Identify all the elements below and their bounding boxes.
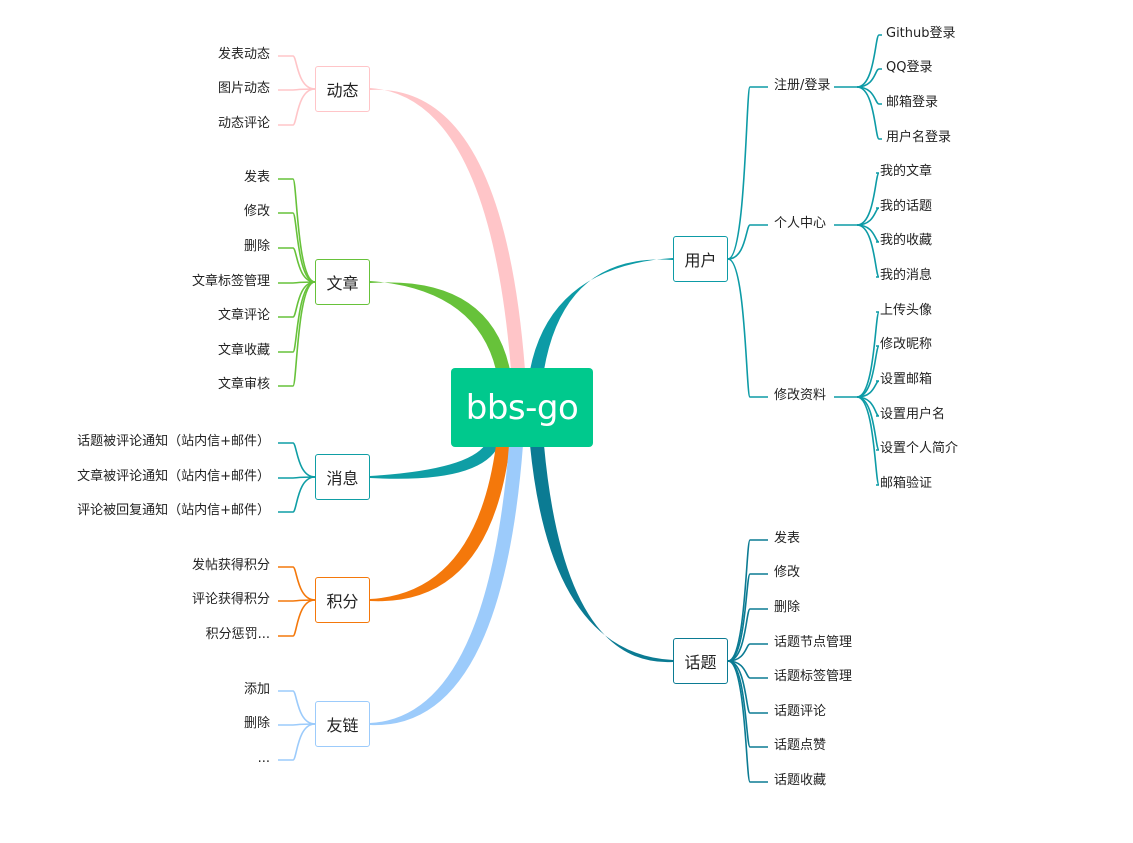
leaf-youlian-0[interactable]: 添加 [243,682,270,697]
branch-wenzhang[interactable]: 文章 [315,259,370,305]
branch-ribbon [370,445,499,479]
leaf-connector [856,68,882,88]
leaf-yonghu-0-3[interactable]: 用户名登录 [886,130,952,145]
leaf-connector [727,660,768,714]
leaf-connector [856,86,882,140]
leaf-wenzhang-3[interactable]: 文章标签管理 [191,274,270,289]
leaf-huati-3[interactable]: 话题节点管理 [774,635,853,650]
leaf-jifen-0[interactable]: 发帖获得积分 [191,558,270,573]
leaf-wenzhang-2[interactable]: 删除 [243,239,270,254]
leaf-connector [278,599,316,637]
leaf-dongtai-1[interactable]: 图片动态 [217,81,270,96]
leaf-youlian-2[interactable]: ... [257,751,270,766]
group-yonghu-2[interactable]: 修改资料 [774,388,827,403]
leaf-connector [856,311,880,398]
root-node[interactable]: bbs-go [451,368,593,447]
leaf-connector [278,281,316,387]
leaf-huati-7[interactable]: 话题收藏 [774,773,827,788]
branch-ribbon [370,445,523,726]
leaf-yonghu-2-3[interactable]: 设置用户名 [880,407,946,422]
branch-huati[interactable]: 话题 [673,638,728,684]
leaf-connector [856,345,880,398]
branch-ribbon [530,258,673,370]
leaf-yonghu-0-0[interactable]: Github登录 [886,26,956,41]
branch-xiaoxi[interactable]: 消息 [315,454,370,500]
leaf-connector [278,212,316,283]
leaf-connector [856,396,880,451]
branch-ribbon [370,281,510,370]
leaf-yonghu-1-2[interactable]: 我的收藏 [880,233,933,248]
branch-ribbon [370,88,525,370]
leaf-connector [278,178,316,283]
leaf-connector [278,247,316,283]
group-yonghu-1[interactable]: 个人中心 [774,216,827,231]
leaf-yonghu-2-0[interactable]: 上传头像 [880,303,933,318]
leaf-yonghu-1-3[interactable]: 我的消息 [880,268,933,283]
leaf-jifen-1[interactable]: 评论获得积分 [191,592,270,607]
leaf-wenzhang-5[interactable]: 文章收藏 [217,343,270,358]
leaf-connector [278,88,316,126]
leaf-connector [278,476,316,479]
leaf-dongtai-2[interactable]: 动态评论 [217,116,270,131]
leaf-xiaoxi-0[interactable]: 话题被评论通知（站内信+邮件） [77,434,270,449]
leaf-yonghu-1-0[interactable]: 我的文章 [880,164,933,179]
leaf-youlian-1[interactable]: 删除 [243,716,270,731]
leaf-connector [278,442,316,478]
leaf-yonghu-2-5[interactable]: 邮箱验证 [880,476,933,491]
leaf-yonghu-1-1[interactable]: 我的话题 [880,199,933,214]
leaf-connector [856,380,880,398]
leaf-connector [856,207,880,226]
leaf-xiaoxi-2[interactable]: 评论被回复通知（站内信+邮件） [77,503,270,518]
leaf-connector [278,599,316,602]
leaf-wenzhang-6[interactable]: 文章审核 [217,377,270,392]
leaf-yonghu-2-2[interactable]: 设置邮箱 [880,372,933,387]
leaf-connector [727,86,768,260]
leaf-connector [727,660,768,783]
branch-dongtai[interactable]: 动态 [315,66,370,112]
branch-youlian[interactable]: 友链 [315,701,370,747]
leaf-huati-5[interactable]: 话题评论 [774,704,827,719]
leaf-huati-6[interactable]: 话题点赞 [774,738,827,753]
leaf-huati-0[interactable]: 发表 [774,531,801,546]
leaf-connector [856,34,882,88]
leaf-dongtai-0[interactable]: 发表动态 [217,47,270,62]
leaf-wenzhang-0[interactable]: 发表 [243,170,270,185]
leaf-jifen-2[interactable]: 积分惩罚... [205,627,270,642]
leaf-connector [727,573,768,662]
leaf-connector [727,608,768,662]
leaf-huati-2[interactable]: 删除 [774,600,801,615]
leaf-connector [856,396,880,486]
branch-ribbon [530,445,673,663]
leaf-yonghu-2-4[interactable]: 设置个人简介 [880,441,959,456]
leaf-huati-4[interactable]: 话题标签管理 [774,669,853,684]
leaf-connector [278,88,316,91]
leaf-huati-1[interactable]: 修改 [774,565,801,580]
leaf-wenzhang-4[interactable]: 文章评论 [217,308,270,323]
leaf-connector [278,723,316,726]
leaf-yonghu-2-1[interactable]: 修改昵称 [880,337,933,352]
leaf-connector [727,643,768,662]
leaf-xiaoxi-1[interactable]: 文章被评论通知（站内信+邮件） [77,469,270,484]
leaf-yonghu-0-1[interactable]: QQ登录 [886,60,933,75]
group-yonghu-0[interactable]: 注册/登录 [774,78,831,93]
leaf-connector [278,281,316,284]
leaf-wenzhang-1[interactable]: 修改 [243,204,270,219]
leaf-connector [856,172,880,226]
leaf-connector [278,566,316,601]
leaf-yonghu-0-2[interactable]: 邮箱登录 [886,95,939,110]
leaf-connector [278,723,316,761]
branch-yonghu[interactable]: 用户 [673,236,728,282]
leaf-connector [856,224,880,278]
leaf-connector [278,690,316,725]
leaf-connector [727,258,768,398]
branch-jifen[interactable]: 积分 [315,577,370,623]
leaf-connector [727,539,768,662]
leaf-connector [278,55,316,90]
leaf-connector [278,476,316,513]
branch-ribbon [370,445,510,602]
leaf-connector [727,224,768,260]
